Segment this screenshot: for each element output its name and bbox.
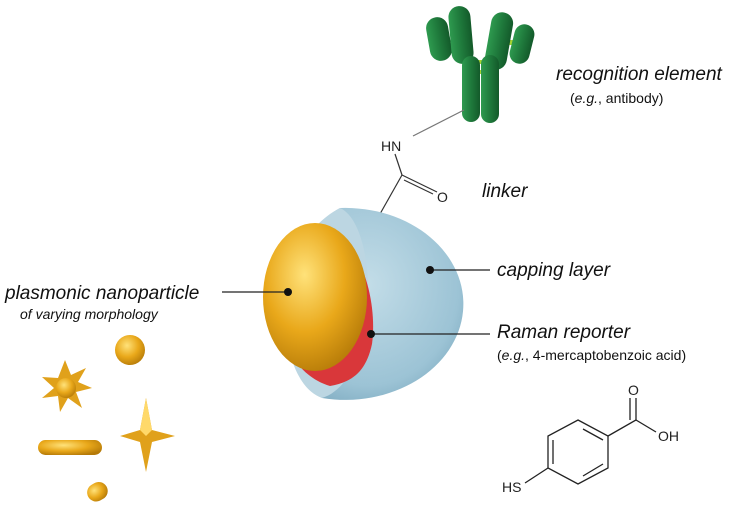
recognition-element-label: recognition element xyxy=(556,64,722,85)
recognition-example: , antibody) xyxy=(598,90,664,106)
acid-oh-text: OH xyxy=(658,428,679,444)
capping-layer-label: capping layer xyxy=(497,260,611,281)
plasmonic-nanoparticle-label: plasmonic nanoparticle xyxy=(5,283,200,304)
leader-lines xyxy=(222,266,490,338)
raman-eg: e.g. xyxy=(501,347,526,363)
linker-label: linker xyxy=(482,181,528,202)
recognition-element-sublabel: (e.g., antibody) xyxy=(570,90,664,106)
raman-reporter-sublabel: (e.g., 4-mercaptobenzoic acid) xyxy=(497,347,687,363)
morphology-examples xyxy=(38,335,175,502)
mercaptobenzoic-acid-structure xyxy=(524,398,657,485)
acid-o-text: O xyxy=(628,382,639,398)
amide-nh-text: HN xyxy=(381,138,401,154)
recognition-eg: e.g. xyxy=(574,90,599,106)
nanostar-icon xyxy=(42,360,92,412)
thiol-sh-text: HS xyxy=(502,479,521,495)
antibody-icon xyxy=(426,6,535,123)
amide-o-text: O xyxy=(437,189,448,205)
plasmonic-nanoparticle-sublabel: of varying morphology xyxy=(20,306,158,322)
nanorod-icon xyxy=(38,440,102,455)
small-nanorod-icon xyxy=(87,482,108,502)
raman-example: , 4-mercaptobenzoic acid) xyxy=(525,347,687,363)
nanosphere-icon xyxy=(115,335,145,365)
nanoparticle-cross-section xyxy=(263,207,464,400)
raman-reporter-label: Raman reporter xyxy=(497,322,631,343)
nanoprism-icon xyxy=(120,398,175,472)
